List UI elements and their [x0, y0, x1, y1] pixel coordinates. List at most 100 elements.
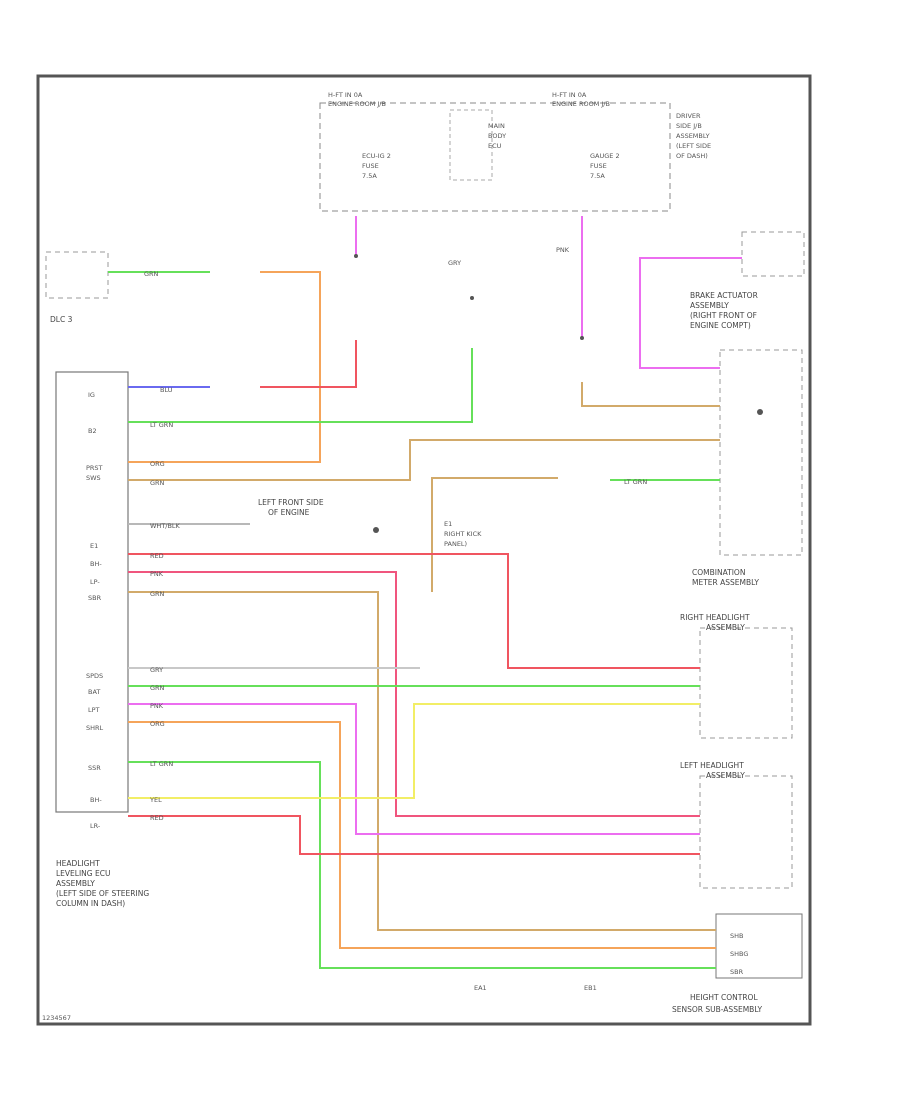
- relay-top-right-label: H-FT IN 0A: [552, 91, 587, 99]
- wire-ig-red: [260, 340, 357, 388]
- connector-dot: [580, 336, 584, 340]
- height-control-sensor-line-1: HEIGHT CONTROL: [690, 993, 758, 1002]
- label-spds-wire: GRY: [150, 666, 163, 674]
- label-shrl-wire: ORG: [150, 720, 165, 728]
- wire-lr-red: [128, 815, 700, 855]
- height-control-sensor-line-2: SENSOR SUB-ASSEMBLY: [672, 1005, 762, 1014]
- ecu-pin-prst: PRST: [86, 464, 103, 472]
- label-ig-wire: BLU: [160, 386, 173, 394]
- relay-top-left-label: H-FT IN 0A: [328, 91, 363, 99]
- driver-side-jb-line-1: DRIVER: [676, 112, 701, 120]
- label-body-wire: GRY: [448, 259, 461, 267]
- main-body-ecu-box: [449, 109, 493, 181]
- ecu-pin-bat: BAT: [88, 688, 100, 696]
- ecu-pin-labels: IG B2 PRST SWS E1 BH- LP- SBR SPDS BAT L…: [86, 391, 104, 830]
- wire-shrl-orange: [128, 721, 716, 949]
- engine-room-jb-right-label: ENGINE ROOM J/B: [552, 100, 610, 108]
- wire-dlc-orange: [128, 271, 321, 463]
- label-ssr-wire: LT GRN: [150, 760, 173, 768]
- dlc3-box: [45, 251, 109, 299]
- driver-side-jb-line-5: OF DASH): [676, 152, 708, 160]
- main-body-ecu-line-1: MAIN: [488, 122, 505, 130]
- wire-lp-pink: [128, 571, 700, 817]
- right-headlight-line-1: RIGHT HEADLIGHT: [680, 613, 750, 622]
- ecu-pin-ig: IG: [88, 391, 95, 399]
- ecu-ig2-fuse-line-2: FUSE: [362, 162, 379, 170]
- brake-actuator-line-3: (RIGHT FRONT OF: [690, 311, 757, 320]
- label-gauge-wire: PNK: [556, 246, 570, 254]
- driver-side-jb-line-4: (LEFT SIDE: [676, 142, 711, 150]
- ecu-pin-lpt: LPT: [88, 706, 100, 714]
- label-e1-wire: WHT/BLK: [150, 522, 181, 530]
- ecu-label-line-3: ASSEMBLY: [56, 879, 95, 888]
- label-lr-wire: RED: [150, 814, 164, 822]
- engine-room-jb-box: [319, 102, 671, 212]
- hcs-pin-sbr: SBR: [730, 968, 744, 976]
- label-prst-wire: GRN: [150, 479, 165, 487]
- wire-brake-magenta: [639, 257, 742, 369]
- connector-dot: [354, 254, 358, 258]
- ecu-pin-lr: LR-: [90, 822, 101, 830]
- height-control-sensor-box: [715, 913, 803, 979]
- label-dlc-wire: GRN: [144, 270, 159, 278]
- left-headlight-line-1: LEFT HEADLIGHT: [680, 761, 744, 770]
- wire-ssr-green: [128, 761, 716, 969]
- ground-point: [373, 527, 379, 533]
- label-lp-wire: PNK: [150, 570, 164, 578]
- connector-dot: [470, 296, 474, 300]
- label-b2-wire: LT GRN: [150, 421, 173, 429]
- wire-b2-green: [128, 348, 473, 423]
- left-front-engine-line-1: LEFT FRONT SIDE: [258, 498, 324, 507]
- wire-prst-tan: [128, 439, 720, 481]
- ecu-pin-b2: B2: [88, 427, 97, 435]
- hcs-pin-shbg: SHBG: [730, 950, 748, 958]
- wire-meter-tan: [581, 382, 720, 407]
- wire-sbr-tan: [128, 591, 716, 931]
- ecu-pin-bh2: BH-: [90, 796, 102, 804]
- combination-meter-line-1: COMBINATION: [692, 568, 745, 577]
- diagram-frame: [36, 74, 812, 1026]
- engine-room-jb-label: ENGINE ROOM J/B: [328, 100, 386, 108]
- ecu-pin-sws: SWS: [86, 474, 101, 482]
- bottom-connector-eb1: EB1: [584, 984, 597, 992]
- ecu-label-line-5: COLUMN IN DASH): [56, 899, 125, 908]
- ecu-pin-lp: LP-: [90, 578, 100, 586]
- right-kick-line-1: E1: [444, 520, 452, 528]
- right-headlight-line-2: ASSEMBLY: [706, 623, 745, 632]
- left-front-engine-line-2: OF ENGINE: [268, 508, 310, 517]
- main-body-ecu-line-2: BODY: [488, 132, 506, 140]
- right-kick-line-3: PANEL): [444, 540, 467, 548]
- ecu-pin-shrl: SHRL: [86, 724, 104, 732]
- ecu-ig2-fuse-line-1: ECU-IG 2: [362, 152, 391, 160]
- ecu-pin-bh: BH-: [90, 560, 102, 568]
- left-headlight-box: [699, 775, 793, 889]
- wires: [108, 216, 742, 969]
- brake-actuator-line-2: ASSEMBLY: [690, 301, 729, 310]
- label-bh-wire: RED: [150, 552, 164, 560]
- wire-bh-red: [128, 553, 700, 669]
- driver-side-jb-line-2: SIDE J/B: [676, 122, 702, 130]
- label-sbr-wire: GRN: [150, 590, 165, 598]
- label-bat-wire: GRN: [150, 684, 165, 692]
- ecu-pin-e1: E1: [90, 542, 98, 550]
- headlight-leveling-ecu-box: [55, 371, 129, 813]
- dlc3-label: DLC 3: [50, 315, 73, 324]
- left-headlight-line-2: ASSEMBLY: [706, 771, 745, 780]
- driver-side-jb-line-3: ASSEMBLY: [676, 132, 710, 140]
- ecu-label-line-2: LEVELING ECU: [56, 869, 110, 878]
- hcs-pin-shb: SHB: [730, 932, 743, 940]
- combination-meter-box: [719, 349, 803, 556]
- gauge2-fuse-line-2: FUSE: [590, 162, 607, 170]
- label-bh2-wire: YEL: [149, 796, 162, 804]
- right-kick-line-2: RIGHT KICK: [444, 530, 482, 538]
- wire-color-labels: GRN BLU LT GRN ORG GRN WHT/BLK RED PNK G…: [144, 246, 647, 822]
- ecu-pin-sbr: SBR: [88, 594, 102, 602]
- wire-bh2-yellow: [128, 703, 700, 799]
- wire-lpt-magenta: [128, 703, 700, 835]
- ecu-label-line-4: (LEFT SIDE OF STEERING: [56, 889, 149, 898]
- brake-actuator-connector-box: [741, 231, 805, 277]
- ecu-label-line-1: HEADLIGHT: [56, 859, 100, 868]
- ecu-ig2-fuse-line-3: 7.5A: [362, 172, 377, 180]
- bottom-connector-ea1: EA1: [474, 984, 487, 992]
